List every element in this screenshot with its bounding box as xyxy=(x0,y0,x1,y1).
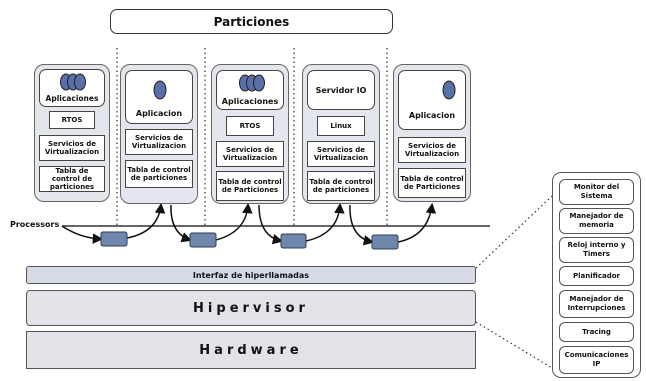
app-box: Aplicaciones xyxy=(39,69,105,107)
page-title: Particiones xyxy=(110,9,393,34)
app-label: Aplicaciones xyxy=(45,94,99,103)
component-box: Reloj interno y Timers xyxy=(559,237,634,263)
app-label: Aplicacion xyxy=(408,111,456,120)
app-icon xyxy=(153,80,167,100)
component-box: Tracing xyxy=(559,322,634,342)
partition-5: Aplicacion Servicios de Virtualizacion T… xyxy=(393,64,471,202)
component-box: Planificador xyxy=(559,266,634,286)
hardware-layer: Hardware xyxy=(26,331,476,369)
zoom-lines xyxy=(475,195,553,369)
app-box: Servidor IO xyxy=(307,70,375,110)
virtualization-services-box: Servicios de Virtualizacion xyxy=(216,141,284,167)
app-box: Aplicacion xyxy=(398,70,466,130)
component-box: Comunicaciones IP xyxy=(559,346,634,374)
virtualization-services-box: Servicios de Virtualizacion xyxy=(39,135,105,161)
hypervisor-components-panel: Monitor del Sistema Manejador de memoria… xyxy=(552,172,641,378)
hipervisor-layer: Hipervisor xyxy=(26,290,476,326)
rtos-box: RTOS xyxy=(49,111,95,129)
app-label: Aplicacion xyxy=(135,109,183,118)
virtualization-services-box: Servicios de Virtualizacion xyxy=(398,137,466,163)
partition-3: Aplicaciones RTOS Servicios de Virtualiz… xyxy=(211,64,289,204)
virtualization-services-box: Servicios de Virtualizacion xyxy=(125,129,193,155)
processor-chips xyxy=(100,231,399,250)
partition-control-table-box: Tabla de control de particiones xyxy=(39,166,105,192)
processor-chip xyxy=(100,231,128,247)
interfaz-hiperllamadas-layer: Interfaz de hiperllamadas xyxy=(26,266,476,284)
arrow-part2-chip2 xyxy=(170,204,193,243)
rtos-box: RTOS xyxy=(226,116,274,136)
partition-control-table-box: Tabla de control de Particiones xyxy=(216,171,284,201)
arrow-chip2-part3 xyxy=(215,202,253,241)
app-icon xyxy=(442,80,456,100)
apps-icon xyxy=(239,74,265,92)
apps-icon xyxy=(60,73,86,91)
partition-control-table-box: Tabla de control de Particiones xyxy=(398,168,466,198)
partition-control-table-box: Tabla de control de particiones xyxy=(307,171,375,201)
app-box: Aplicacion xyxy=(125,70,193,124)
app-box: Aplicaciones xyxy=(216,70,284,110)
app-label: Servidor IO xyxy=(315,86,367,95)
processor-chip xyxy=(280,233,307,249)
processor-chip xyxy=(189,232,217,248)
component-box: Manejador de memoria xyxy=(559,208,634,234)
processors-label: Processors xyxy=(10,220,60,229)
processors-arrow xyxy=(61,225,104,244)
component-box: Manejador de Interrupciones xyxy=(559,290,634,318)
processor-chip xyxy=(371,234,399,250)
partition-2: Aplicacion Servicios de Virtualizacion T… xyxy=(120,64,198,204)
arrow-chip3-part4 xyxy=(305,202,345,242)
partition-control-table-box: Tabla de control de particiones xyxy=(125,160,193,188)
virtualization-services-box: Servicios de Virtualizacion xyxy=(307,141,375,167)
arrow-chip1-part2 xyxy=(126,202,166,239)
app-label: Aplicaciones xyxy=(221,97,279,106)
arrow-part3-chip3 xyxy=(258,204,284,245)
partition-4: Servidor IO Linux Servicios de Virtualiz… xyxy=(302,64,380,204)
linux-box: Linux xyxy=(317,116,365,136)
arrow-part4-chip4 xyxy=(349,204,375,246)
component-box: Monitor del Sistema xyxy=(559,179,634,205)
partition-1: Aplicaciones RTOS Servicios de Virtualiz… xyxy=(34,64,110,202)
arrow-chip4-part5 xyxy=(397,202,437,243)
